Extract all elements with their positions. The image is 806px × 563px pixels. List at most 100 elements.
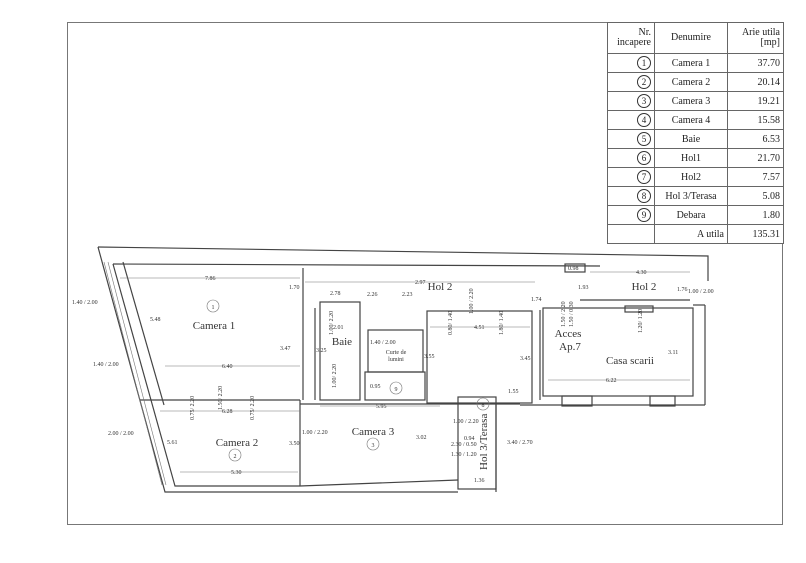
dim-label: 3.40 / 2.70: [507, 440, 533, 446]
dim-label: 0.94: [464, 436, 475, 442]
header-denumire: Denumire: [654, 22, 728, 54]
dim-label: 3.55: [424, 354, 435, 360]
room-area: 21.70: [727, 148, 784, 168]
room-name: Hol1: [654, 148, 728, 168]
dim-label: 1.40 / 2.00: [72, 300, 98, 306]
room-name: Hol 3/Terasa: [654, 186, 728, 206]
dim-label: 3.50: [289, 441, 300, 447]
room-name: Baie: [654, 129, 728, 149]
room-number-circle: [389, 381, 403, 395]
room-area: 5.08: [727, 186, 784, 206]
room-area: 19.21: [727, 91, 784, 111]
door-dim-label: 1.20/ 1.20: [638, 309, 644, 333]
dim-label: 6.22: [606, 378, 617, 384]
room-number: 2: [234, 454, 237, 460]
room-area: 7.57: [727, 167, 784, 187]
room-curte-de-lumini: Curte de: [386, 350, 407, 356]
dim-label: 1.00 / 2.00: [688, 289, 714, 295]
dim-label: 2.01: [333, 325, 344, 331]
room-number: 3: [637, 94, 651, 108]
dim-label: 6.28: [222, 409, 233, 415]
room-name: Hol2: [654, 167, 728, 187]
dim-label: 5.95: [376, 404, 387, 410]
dim-label: 0.98: [568, 266, 579, 272]
room-number-debara: 9: [395, 387, 398, 393]
room-area: 1.80: [727, 205, 784, 225]
dim-label: 2.26: [367, 292, 378, 298]
room-casa-scarii: Casa scarii: [606, 355, 654, 367]
dim-label: 3.11: [668, 350, 678, 356]
room-number: 6: [637, 151, 651, 165]
room-area: 6.53: [727, 129, 784, 149]
room-number-circle: [228, 448, 242, 462]
dim-label: 2.30 / 0.50: [451, 442, 477, 448]
room-number-hol3: 8: [482, 403, 485, 409]
room-hol-3-terasa: Hol 3/Terasa: [478, 414, 490, 470]
room-name: Camera 3: [654, 91, 728, 111]
room-area: 15.58: [727, 110, 784, 130]
room-name: Debara: [654, 205, 728, 225]
room-number-circle: [476, 397, 490, 411]
door-dim-label: 0.75/ 2.20: [190, 396, 196, 420]
dim-label: 1.76: [677, 287, 688, 293]
room-acces: Acces: [555, 328, 582, 340]
room-labels: 1 Camera 1 Camera 2 2 Camera 3 3 Baie Ho…: [193, 281, 657, 470]
dim-label: 3.47: [280, 346, 291, 352]
room-number: 3: [372, 443, 375, 449]
windows: [103, 261, 676, 486]
vertical-door-labels: 1.00/ 2.20 1.50/ 2.20 0.75/ 2.20 0.75/ 2…: [190, 288, 644, 420]
dim-label: 1.36: [474, 478, 485, 484]
dim-label: 1.40 / 2.00: [370, 340, 396, 346]
room-number: 8: [637, 189, 651, 203]
header-nr: Nr. incapere: [607, 22, 655, 54]
door-dim-label: 1.80/ 1.40: [499, 311, 505, 335]
room-number: 1: [212, 305, 215, 311]
door-dim-label: 1.00/ 2.20: [332, 364, 338, 388]
dim-label: 6.40: [222, 364, 233, 370]
header-arie: Arie utila [mp]: [727, 22, 784, 54]
dim-label: 7.86: [205, 276, 216, 282]
door-dim-label: 1.00 / 2.20: [469, 288, 475, 314]
dim-label: 2.23: [402, 292, 413, 298]
room-camera-1: Camera 1: [193, 320, 235, 332]
room-area: 20.14: [727, 72, 784, 92]
room-number: 5: [637, 132, 651, 146]
room-baie: Baie: [332, 336, 352, 348]
dim-label: 2.97: [415, 280, 426, 286]
dim-label: 1.30 / 1.20: [451, 452, 477, 458]
door-dim-label: 0.80/ 1.40: [448, 311, 454, 335]
room-number-circle: [366, 437, 380, 451]
dimension-lines: [120, 271, 690, 473]
walls: [97, 246, 709, 493]
room-number: 9: [637, 208, 651, 222]
dim-label: 1.40 / 2.00: [93, 362, 119, 368]
dim-label: 4.30: [636, 270, 647, 276]
door-dim-label: 1.00/ 2.20: [329, 311, 335, 335]
drawing-sheet-frame: [67, 22, 783, 525]
dim-label: 1.70: [289, 285, 300, 291]
dim-label: 1.55: [508, 389, 519, 395]
room-name: Camera 4: [654, 110, 728, 130]
dim-label: 3.25: [316, 348, 327, 354]
dim-label: 3.45: [520, 356, 531, 362]
room-number: 4: [637, 113, 651, 127]
total-value: 135.31: [727, 224, 784, 244]
room-hol-2-left: Hol 2: [428, 281, 453, 293]
room-number: 7: [637, 170, 651, 184]
room-number-circle: [206, 299, 220, 313]
room-area: 37.70: [727, 53, 784, 73]
table-total-row: A utila 135.31: [607, 224, 784, 244]
room-number: 2: [637, 75, 651, 89]
room-curte-de-lumini-2: lumini: [388, 357, 404, 363]
dim-label: 5.61: [167, 440, 178, 446]
dim-label: 4.51: [474, 325, 485, 331]
room-number: 1: [637, 56, 651, 70]
